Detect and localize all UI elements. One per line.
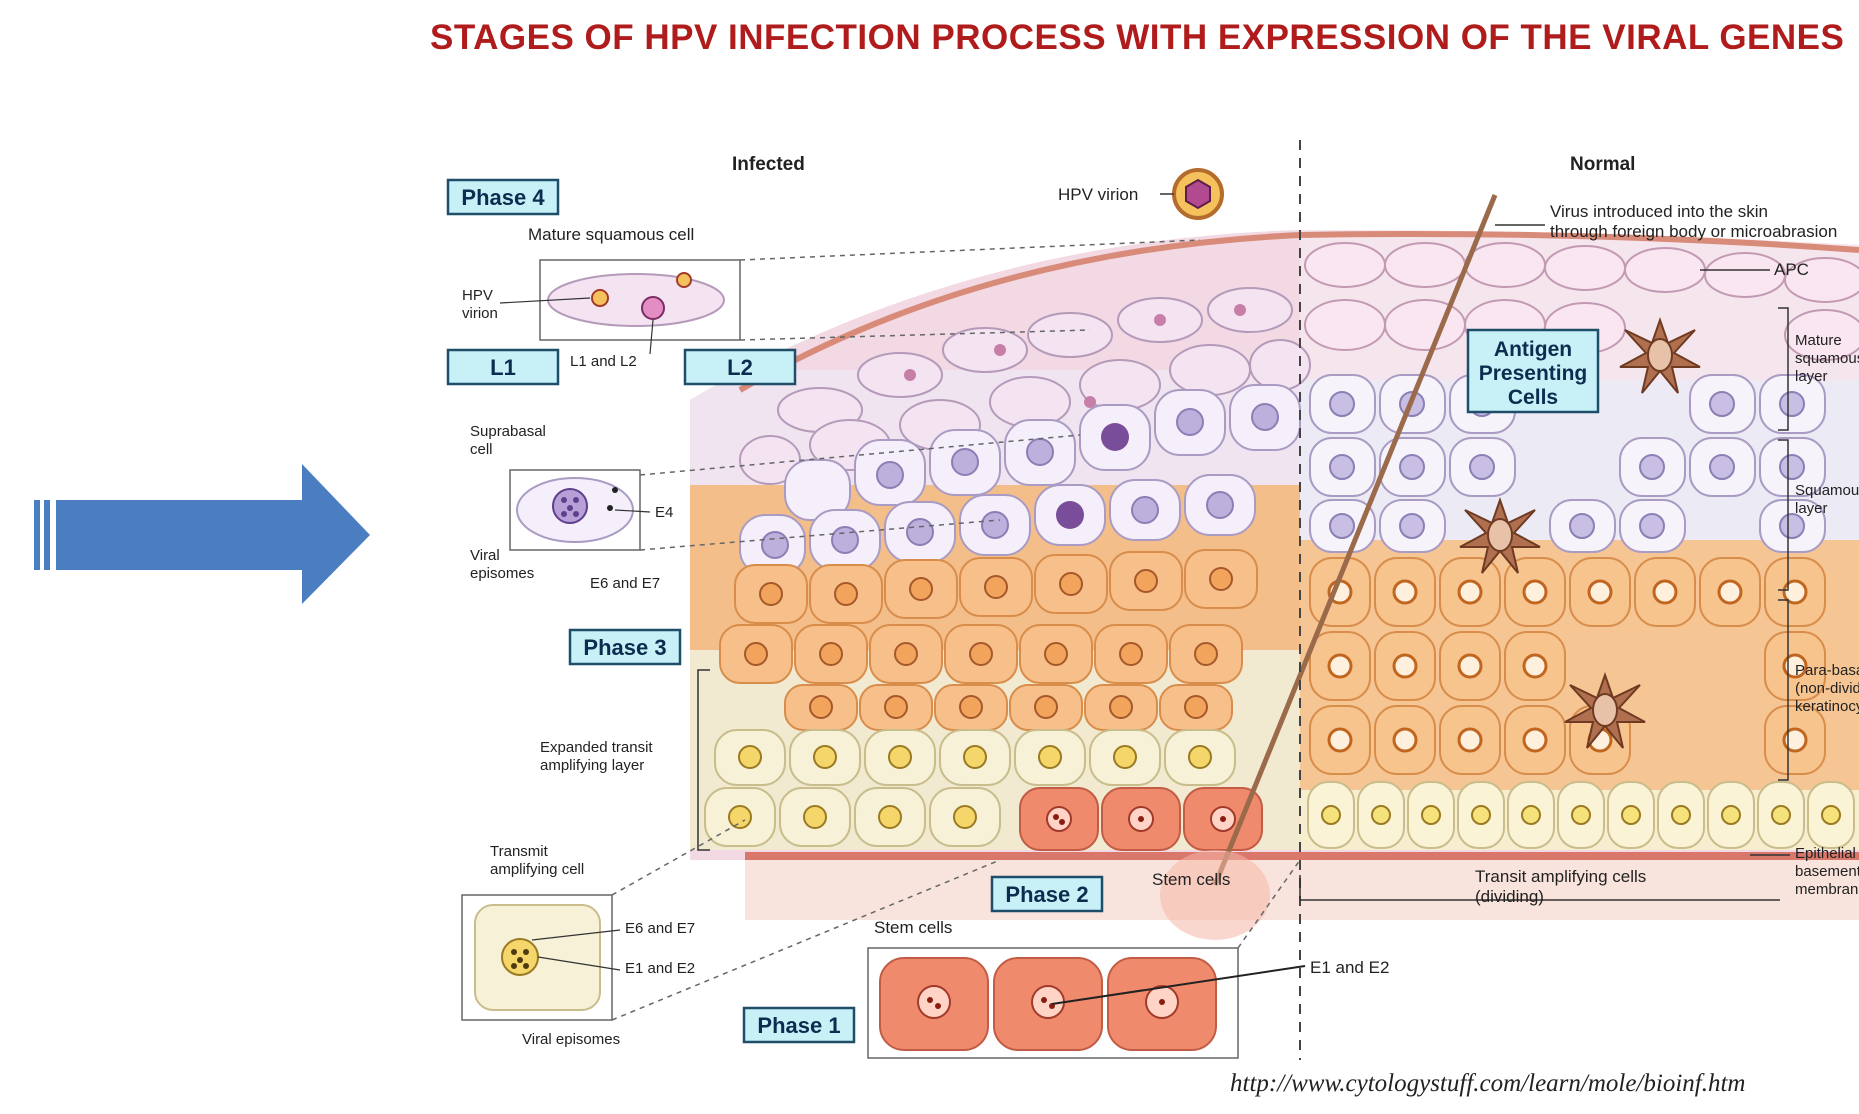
epithelial-label: Epithelial [1795,845,1856,862]
inset-suprabasal-cell: Suprabasal cell E4 Viral episomes E6 and… [470,423,673,592]
transit-cells-label-2: (dividing) [1475,887,1544,906]
virus-intro-label-2: through foreign body or microabrasion [1550,222,1837,241]
e4-label: E4 [655,504,673,521]
stem-cells-label-a: Stem cells [1152,870,1230,889]
infected-header: Infected [732,154,805,175]
inset-mature-squamous-cell: Mature squamous cell HPV virion L1 and L… [462,225,740,370]
l1-tag: L1 [448,350,558,384]
slide-title: STAGES OF HPV INFECTION PROCESS WITH EXP… [430,18,1859,68]
transmit-label-2: amplifying cell [490,861,584,878]
right-arrow-icon [34,464,374,614]
expanded-transit-label-2: amplifying layer [540,757,644,774]
apc-label: APC [1774,260,1809,279]
e6-e7-label-a: E6 and E7 [590,575,660,592]
mature-squamous-cell-label: Mature squamous cell [528,225,694,244]
parabasal-label-2: (non-dividing) [1795,680,1859,697]
l1-l2-label: L1 and L2 [570,353,637,370]
suprabasal-label: Suprabasal [470,423,546,440]
phase-1-stem-cells: Stem cells [868,918,1238,1058]
infected-parabasal-cells [720,550,1257,730]
normal-basal-cells [1308,782,1854,848]
e6-e7-label-b: E6 and E7 [625,920,695,937]
mature-layer-label-3: layer [1795,368,1828,385]
e1-e2-label-b: E1 and E2 [1310,958,1389,977]
stem-cells-label-b: Stem cells [874,918,952,937]
mature-layer-label: Mature [1795,332,1842,349]
phase-2-box: Phase 2 [992,877,1102,911]
l1-tag-label: L1 [490,355,516,380]
epithelial-label-2: basement [1795,863,1859,880]
episomes-label: episomes [470,565,534,582]
phase-4-label: Phase 4 [461,185,545,210]
apc-callout-line1: Antigen [1494,338,1572,361]
parabasal-label: Para-basal [1795,662,1859,679]
hpv-virion-label: HPV virion [1058,185,1138,204]
expanded-transit-label: Expanded transit [540,739,653,756]
phase-4-box: Phase 4 [448,180,558,214]
viral-label: Viral [470,547,500,564]
squamous-layer-label-2: layer [1795,500,1828,517]
viral-episomes-label: Viral episomes [522,1031,620,1048]
hpv-label: HPV [462,287,493,304]
apc-callout-line3: Cells [1508,386,1558,409]
normal-header: Normal [1570,154,1635,175]
squamous-layer-label: Squamous [1795,482,1859,499]
mature-layer-label-2: squamous [1795,350,1859,367]
epithelial-label-3: membrane [1795,881,1859,898]
inset-transit-cell: Transmit amplifying cell E6 and E7 E1 an… [462,843,695,1048]
l2-tag: L2 [685,350,795,384]
infected-stem-cells [1020,788,1262,850]
apc-callout: Antigen Presenting Cells [1468,330,1598,412]
basement-membrane [745,852,1859,860]
transit-cells-label: Transit amplifying cells [1475,867,1646,886]
apc-callout-line2: Presenting [1479,362,1588,385]
hpv-virion-icon [1174,170,1222,218]
virus-intro-label: Virus introduced into the skin [1550,202,1768,221]
phase-1-label: Phase 1 [757,1013,840,1038]
phase-1-box: Phase 1 [744,1008,854,1042]
phase-3-box: Phase 3 [570,630,680,664]
e1-e2-label-a: E1 and E2 [625,960,695,977]
phase-2-label: Phase 2 [1005,882,1088,907]
transmit-label: Transmit [490,843,549,860]
phase-3-label: Phase 3 [583,635,666,660]
l2-tag-label: L2 [727,355,753,380]
suprabasal-label-2: cell [470,441,493,458]
source-link[interactable]: http://www.cytologystuff.com/learn/mole/… [1230,1070,1745,1098]
parabasal-label-3: keratinocytes [1795,698,1859,715]
hpv-infection-diagram: Infected Normal HPV virion Virus introdu… [440,140,1859,1060]
virion-label: virion [462,305,498,322]
